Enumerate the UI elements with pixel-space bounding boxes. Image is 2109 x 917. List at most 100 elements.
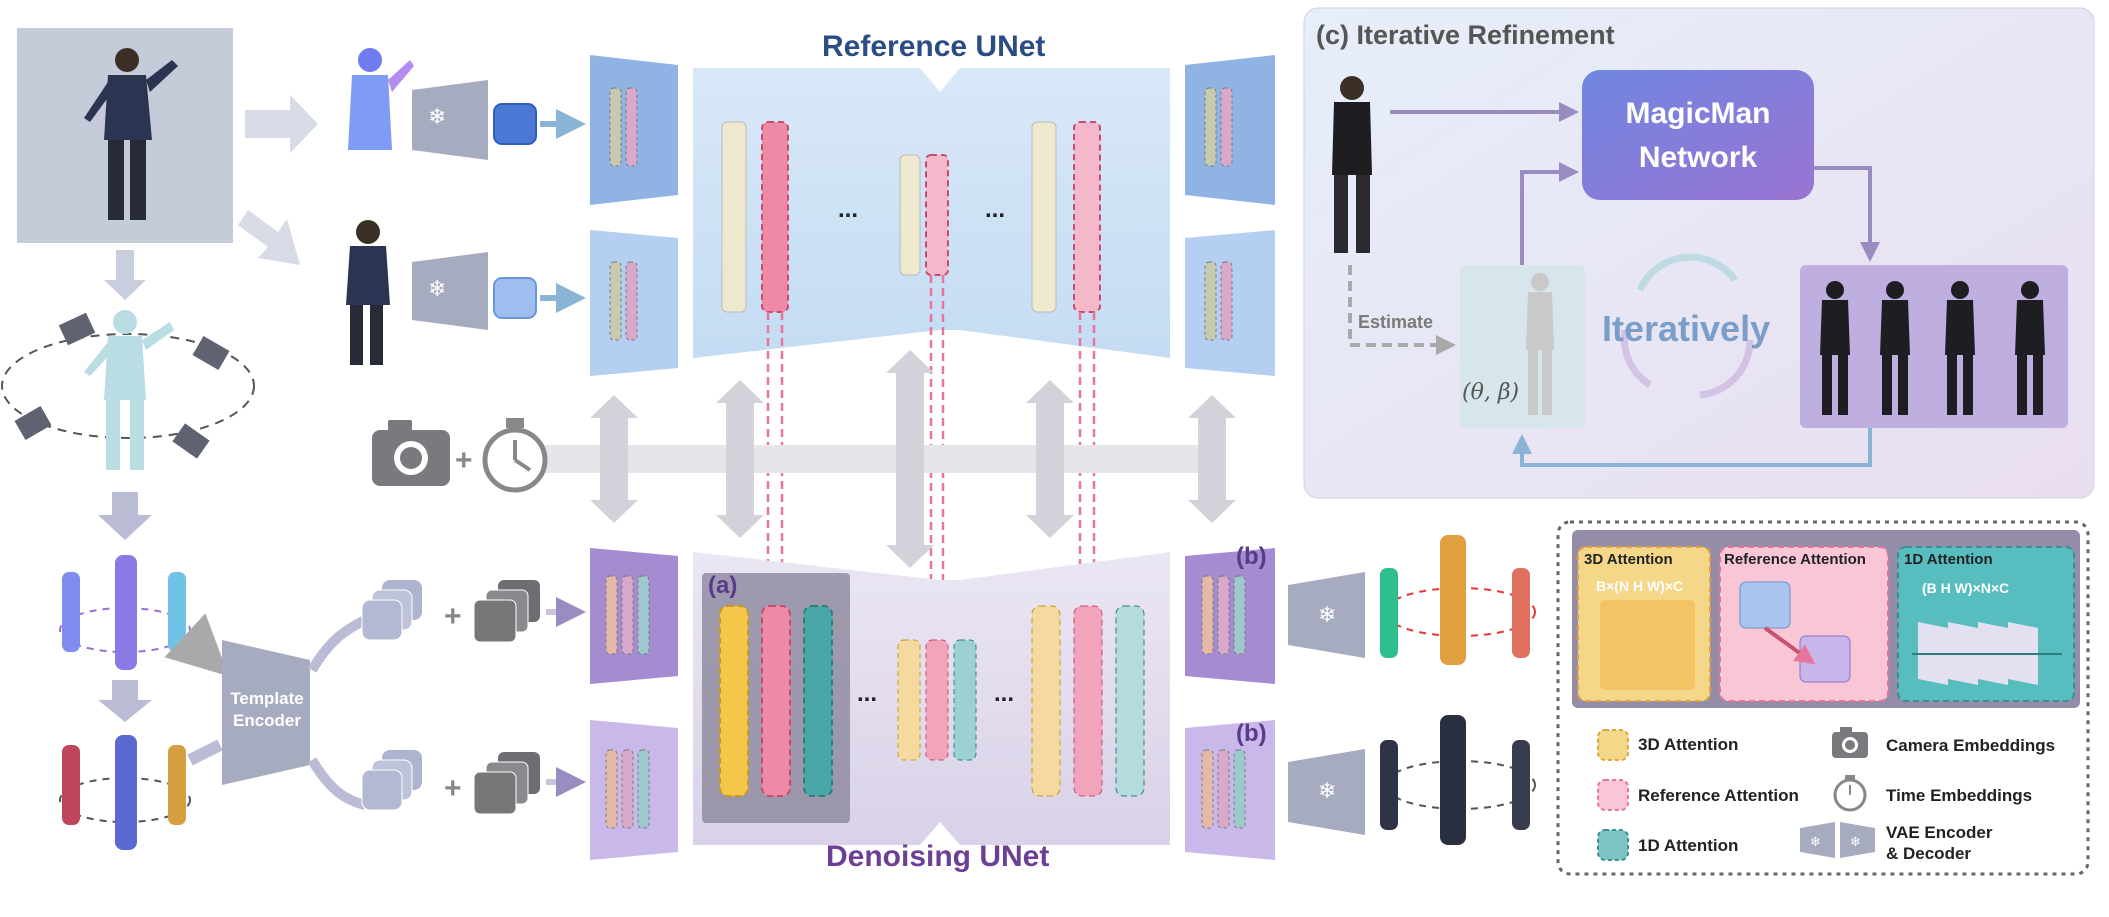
svg-text:❄: ❄ [1810,834,1821,849]
template-latents-top [361,580,422,641]
network-line1: MagicMan [1625,97,1771,130]
arrow-params-to-network [1520,162,1579,265]
block-b-marker-bottom: (b) [1236,720,1267,747]
smpl-params-label: (θ, β) [1462,380,1520,405]
segmentation-views [62,735,186,850]
legend-swatch-ref [1597,779,1629,811]
estimate-label: Estimate [1358,312,1434,332]
legend-swatch-3d [1597,729,1629,761]
template-encoder-line2: Encoder [232,711,302,730]
legend-reference-attention: Reference Attention [1638,786,1799,805]
arrow-to-template-b [187,739,223,766]
den-unet-output-block-2 [1185,720,1275,860]
rgb-person-input [346,220,390,365]
ref-unet-output-block-2 [1185,230,1275,376]
embedding-bar [540,445,1220,473]
ref-unet-output-block-1 [1185,55,1275,205]
iterative-cycle-icon [1620,253,1754,399]
frozen-icon: ❄ [428,104,446,129]
legend-vae-icon: ❄❄ [1800,822,1875,858]
arrow-to-rgb [238,210,300,265]
arrow-to-template-a [164,613,229,677]
vae-decoder-rgb [1288,749,1365,835]
network-line2: Network [1638,141,1758,174]
arrow-to-smpl [104,250,146,300]
ref-box-title: Reference Attention [1724,551,1866,568]
legend-time-embeddings: Time Embeddings [1886,786,2033,805]
input-person-figure [84,48,178,220]
plus-sign: + [444,600,462,633]
smpl-estimate-figure [1526,273,1554,415]
legend-vae-line1: VAE Encoder [1886,823,1993,842]
vae-encoder-rgb [412,252,488,330]
svg-text:❄: ❄ [1850,834,1861,849]
orbit-camera-icons [14,312,230,459]
ellipsis-den-1: ... [857,680,878,707]
ref-unet-input-block-2 [590,230,678,376]
normal-latent [493,103,537,145]
normal-map-views [62,555,186,670]
smpl-body [84,310,174,470]
noise-latents-bottom [473,752,540,815]
block-a-marker: (a) [708,572,738,599]
template-encoder-label: Template Encoder [224,688,310,732]
normal-map-input [348,48,414,150]
ellipsis-den-2: ... [994,680,1015,707]
vae-decoder-normal [1288,572,1365,658]
template-encoder [222,640,310,785]
arrow-to-normal-views [98,492,152,540]
embedding-arrows [590,350,1236,568]
legend-1d-attention: 1D Attention [1638,836,1739,855]
template-latents-bottom [361,750,422,811]
camera-embedding-icon [372,420,450,486]
magicman-network-label: MagicMan Network [1582,92,1814,180]
denoising-unet-title: Denoising UNet [826,840,1050,873]
output-normal-views [1380,535,1530,665]
camera-orbit [1,333,255,439]
legend-vae: VAE Encoder & Decoder [1886,822,1992,864]
template-encoder-line1: Template [230,689,304,708]
den-unet-input-block-2 [590,720,678,860]
legend-swatch-1d [1597,829,1629,861]
arrow-to-segment-views [98,680,152,722]
ref-unet-input-block-1 [590,55,678,205]
iteratively-label: Iteratively [1602,308,1771,349]
vae-encoder-normal [412,80,488,160]
attention-3d-visual [1600,600,1695,690]
output-rgb-views [1380,715,1530,845]
legend-3d-attention: 3D Attention [1638,735,1739,754]
frozen-icon: ❄ [1318,778,1336,803]
ref-attn-arrow [1763,626,1816,665]
arrow-enc-to-latents-bottom [307,757,367,810]
frozen-icon: ❄ [428,276,446,301]
arrow-to-normal [245,95,318,153]
plus-sign: + [455,444,473,477]
legend-time-icon [1833,775,1867,812]
feedback-arrow [1512,428,1872,467]
den-unet-layers [719,605,1145,797]
legend-vae-line2: & Decoder [1886,844,1972,863]
legend-camera-icon [1832,727,1868,758]
plus-sign: + [444,772,462,805]
smpl-params-box [1460,265,1585,428]
magicman-network [1582,70,1814,200]
ellipsis-ref-2: ... [985,196,1006,223]
den-unet-output-block-1 [1185,548,1275,684]
attn3d-box-title: 3D Attention [1584,551,1673,568]
time-embedding-icon [482,418,548,493]
ref-unet-layers [721,121,1101,313]
refine-input-person [1332,76,1372,253]
segment-views-orbit [59,777,191,823]
block-b-marker-top: (b) [1236,543,1267,570]
ref-attn-source [1739,581,1791,629]
reference-unet-title: Reference UNet [822,30,1046,63]
estimate-arrow [1348,265,1456,355]
attn1d-box-shape: (B H W)×N×C [1922,580,2010,596]
attn1d-box-title: 1D Attention [1904,551,1993,568]
rgb-latent [493,277,537,319]
arrow-to-outputs [1814,166,1880,262]
attn3d-box-shape: B×(N H W)×C [1596,578,1684,594]
den-unet-input-block-1 [590,548,678,684]
legend-camera-embeddings: Camera Embeddings [1886,736,2056,755]
